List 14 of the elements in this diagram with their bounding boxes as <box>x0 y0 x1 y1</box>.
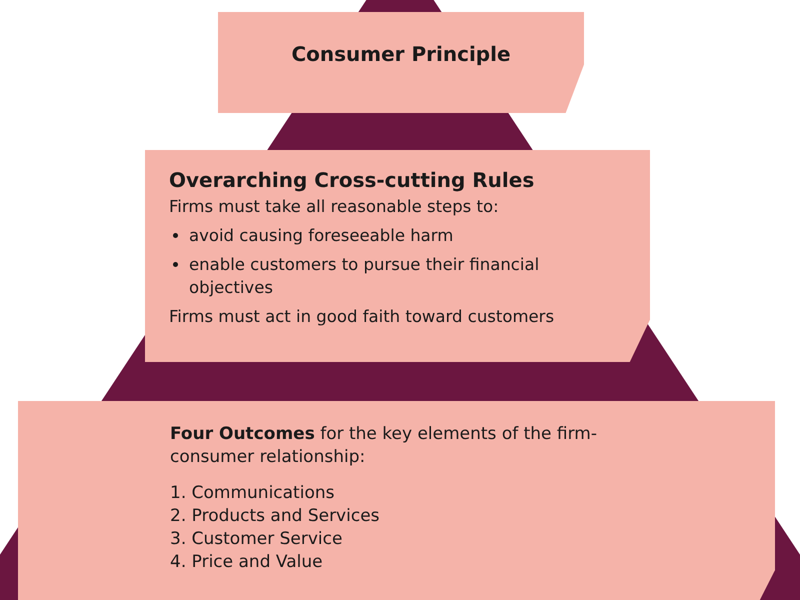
body-text: Firms must act in good faith toward customers <box>169 306 556 328</box>
bullet-item: enable customers to pursue their financial objectives <box>169 253 600 300</box>
body-text: Firms must take all reasonable steps to: <box>169 196 500 218</box>
pyramid-tier-box <box>145 150 650 362</box>
numbered-item: 2. Products and Services <box>170 506 381 526</box>
pyramid-tier-box <box>18 401 775 600</box>
tier-heading: Consumer Principle <box>290 42 512 66</box>
tier-heading: Overarching Cross-cutting Rules <box>169 168 536 192</box>
bullet-item: avoid causing foreseeable harm <box>169 224 600 248</box>
numbered-item: 3. Customer Service <box>170 528 344 549</box>
numbered-item: 4. Price and Value <box>170 552 324 572</box>
pyramid-tier-box <box>218 12 584 113</box>
numbered-item: 1. Communications <box>170 482 336 503</box>
body-text: Four Outcomes for the key elements of the firm-consumer relationship: <box>170 423 598 469</box>
